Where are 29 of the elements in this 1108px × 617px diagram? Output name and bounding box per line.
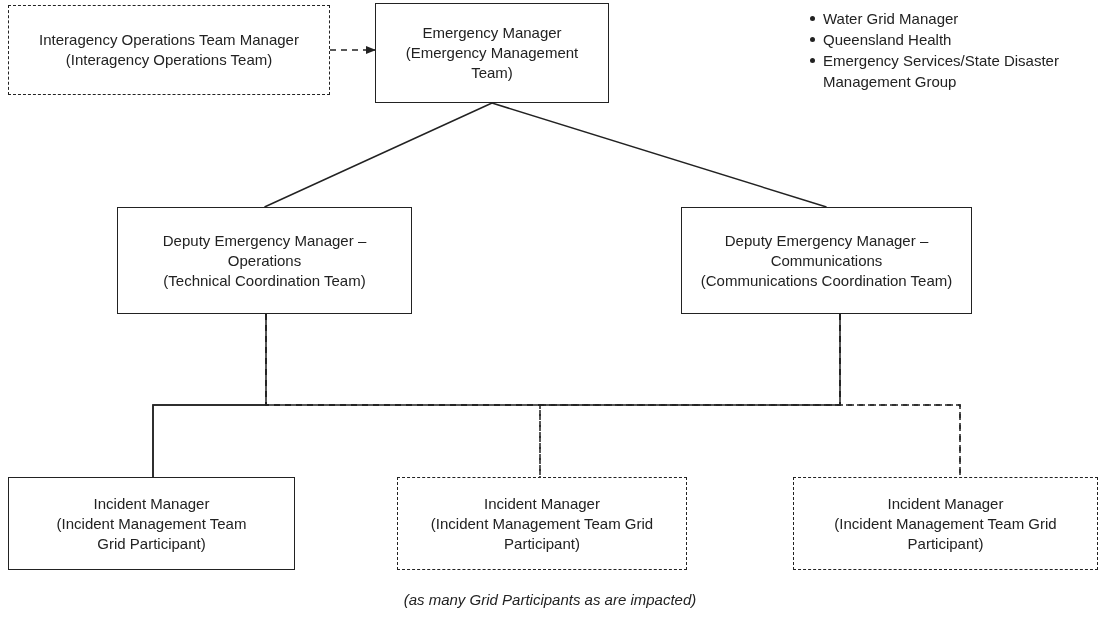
role-box	[8, 5, 330, 95]
role-title: Incident Manager	[93, 493, 210, 514]
role-title: Deputy Emergency Manager – Operations	[161, 230, 368, 271]
arrow	[329, 46, 376, 54]
team-name: (Technical Coordination Team)	[163, 270, 366, 291]
role-box	[681, 207, 972, 314]
note: (as many Grid Participants as are impacted)	[402, 590, 698, 610]
role-box	[375, 3, 609, 103]
connector-line	[263, 102, 493, 208]
team-name: (Incident Management Team Grid Participant)	[833, 513, 1058, 554]
role-title: Interagency Operations Team Manager	[39, 30, 299, 50]
role-title: Deputy Emergency Manager – Communications	[723, 230, 930, 271]
team-name: (Incident Management Team Grid Participant)	[430, 513, 654, 554]
role-title: Emergency Manager	[422, 23, 562, 43]
team-name: (Incident Management Team Grid Participant)	[55, 513, 248, 554]
connector-line	[839, 313, 961, 478]
team-name: (Interagency Operations Team)	[65, 50, 273, 70]
role-title: Incident Manager	[887, 493, 1004, 514]
member-item: Queensland Health	[823, 30, 952, 50]
role-box	[117, 207, 412, 314]
team-name: (Communications Coordination Team)	[700, 270, 953, 291]
role-box	[793, 477, 1098, 570]
member-item: Water Grid Manager	[823, 9, 959, 29]
role-box	[397, 477, 687, 570]
connector-line	[491, 102, 828, 208]
team-name: (Emergency Management Team)	[404, 43, 580, 83]
role-box	[8, 477, 295, 570]
member-item: Emergency Services/State Disaster Management Group	[823, 51, 1060, 92]
role-title: Incident Manager	[484, 493, 600, 514]
